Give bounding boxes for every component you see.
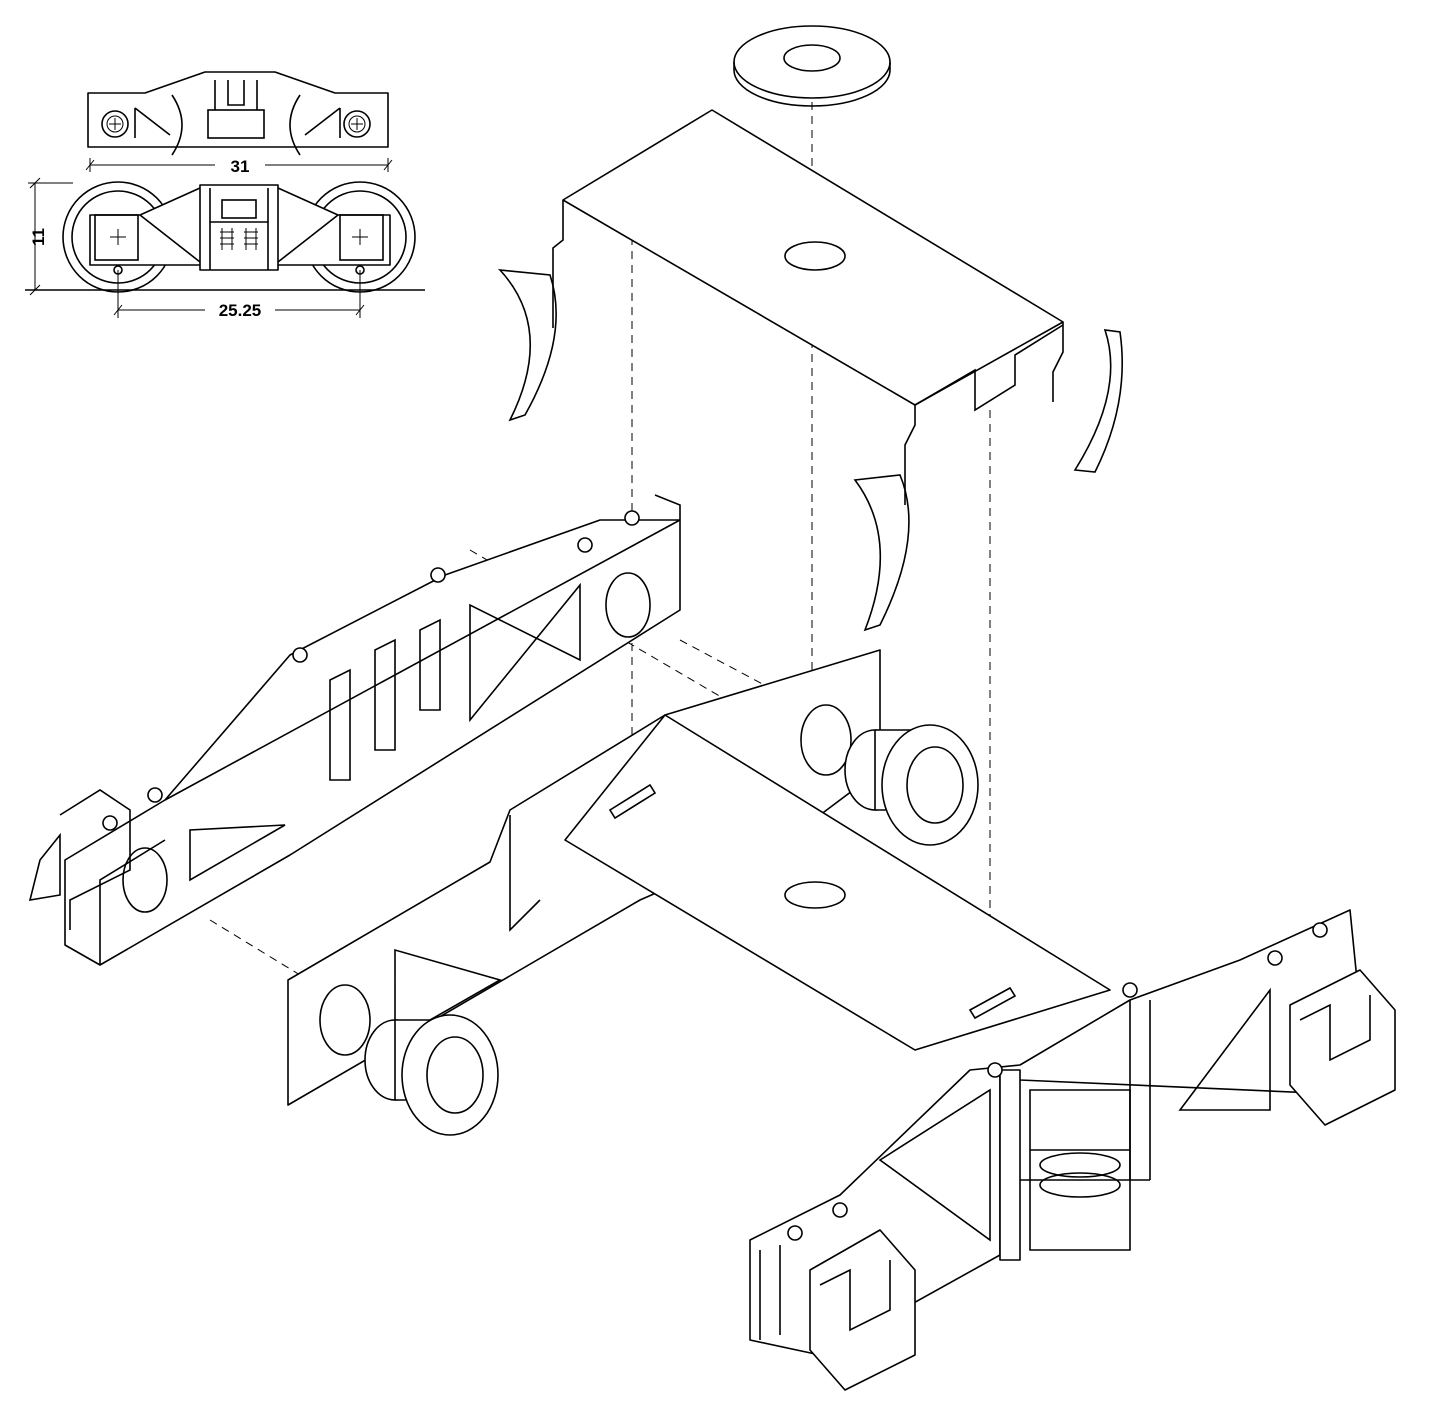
middle-frame-plate <box>287 649 1111 1136</box>
height-dimension: 11 <box>28 177 73 296</box>
bogie-top-view <box>87 71 389 156</box>
assembly-guide-lines <box>209 60 991 985</box>
journal-box-rear <box>1289 969 1396 1126</box>
wheelbase-label: 25.25 <box>219 301 262 320</box>
axle-bearing-right <box>844 724 979 846</box>
journal-box-front <box>809 1229 916 1391</box>
height-label: 11 <box>29 228 48 246</box>
bogie-side-view <box>25 181 425 293</box>
right-side-frame <box>749 909 1396 1391</box>
axle-bearing-left <box>364 1014 499 1136</box>
center-plate-washer <box>733 25 891 107</box>
frame-length-label: 31 <box>231 157 250 176</box>
wheelbase-dimension: 25.25 <box>113 270 365 320</box>
frame-length-dimension: 31 <box>85 157 393 176</box>
left-side-frame <box>28 494 681 966</box>
bolster-top-plate <box>497 109 1124 632</box>
